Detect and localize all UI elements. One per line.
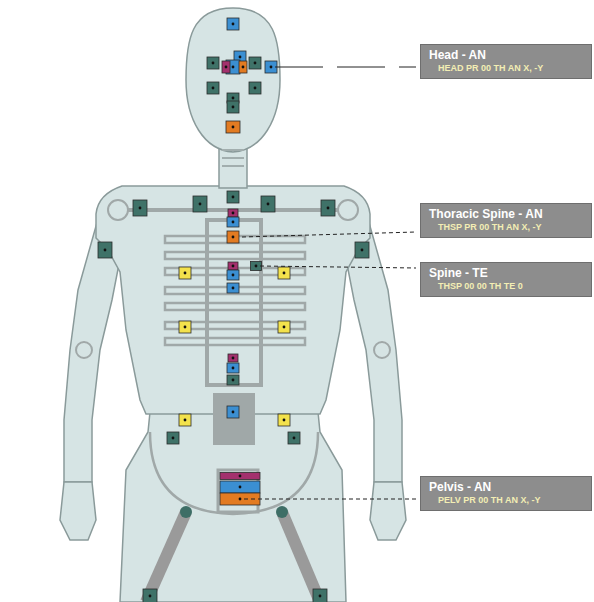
ribs bbox=[165, 236, 305, 345]
sensor bbox=[133, 200, 147, 216]
leader-line bbox=[244, 499, 416, 500]
sensor bbox=[239, 61, 247, 73]
sensor bbox=[249, 57, 261, 69]
label-title: Head - AN bbox=[429, 48, 581, 62]
sensor bbox=[227, 217, 239, 227]
sensor bbox=[227, 283, 239, 293]
label-box: Head - ANHEAD PR 00 TH AN X, -Y bbox=[420, 44, 592, 79]
sensor bbox=[228, 209, 238, 217]
sensor bbox=[179, 414, 191, 426]
sensor bbox=[220, 481, 260, 493]
sensor bbox=[227, 18, 239, 30]
sensor bbox=[222, 61, 230, 73]
sensor bbox=[179, 321, 191, 333]
label-box: Pelvis - ANPELV PR 00 TH AN X, -Y bbox=[420, 476, 592, 511]
right-hand bbox=[370, 482, 406, 540]
label-box: Thoracic Spine - ANTHSP PR 00 TH AN X, -… bbox=[420, 203, 592, 238]
sensor bbox=[143, 589, 157, 602]
label-title: Spine - TE bbox=[429, 266, 581, 280]
channel-code: HEAD PR 00 TH AN X, -Y bbox=[429, 62, 581, 74]
head bbox=[186, 8, 280, 152]
label-box: Spine - TETHSP 00 00 TH TE 0 bbox=[420, 262, 592, 297]
channel-code: THSP 00 00 TH TE 0 bbox=[429, 280, 581, 292]
sensor bbox=[193, 196, 207, 212]
sensor bbox=[288, 432, 300, 444]
leader-line bbox=[260, 266, 416, 268]
sensor bbox=[228, 354, 238, 362]
leader-line bbox=[242, 232, 416, 237]
sensor bbox=[98, 242, 112, 258]
sensor bbox=[227, 270, 239, 280]
sensor bbox=[227, 406, 239, 418]
sensor bbox=[313, 589, 327, 602]
sensor bbox=[207, 82, 219, 94]
sensor bbox=[226, 121, 240, 133]
sensor bbox=[227, 191, 239, 203]
leader-line bbox=[275, 67, 416, 68]
sensor bbox=[321, 200, 335, 216]
sensor bbox=[227, 231, 239, 243]
sensor bbox=[220, 473, 260, 480]
sensor bbox=[278, 321, 290, 333]
sensor bbox=[261, 196, 275, 212]
left-hand bbox=[60, 482, 96, 540]
sensor bbox=[227, 101, 239, 113]
lumbar-spine bbox=[213, 393, 255, 445]
sensor bbox=[228, 262, 238, 270]
sensor bbox=[249, 82, 261, 94]
sensor bbox=[207, 57, 219, 69]
channel-code: THSP PR 00 TH AN X, -Y bbox=[429, 221, 581, 233]
sensor bbox=[265, 61, 277, 73]
sensor bbox=[227, 375, 239, 385]
sensor bbox=[179, 267, 191, 279]
sensor bbox=[355, 242, 369, 258]
label-title: Thoracic Spine - AN bbox=[429, 207, 581, 221]
sensor bbox=[251, 262, 262, 271]
sensor bbox=[227, 363, 239, 373]
sensor bbox=[278, 267, 290, 279]
sensor bbox=[278, 414, 290, 426]
sensor bbox=[220, 493, 260, 505]
sternum bbox=[207, 220, 261, 385]
channel-code: PELV PR 00 TH AN X, -Y bbox=[429, 494, 581, 506]
label-title: Pelvis - AN bbox=[429, 480, 581, 494]
torso bbox=[96, 186, 370, 414]
sensors bbox=[98, 18, 369, 602]
sensor bbox=[167, 432, 179, 444]
